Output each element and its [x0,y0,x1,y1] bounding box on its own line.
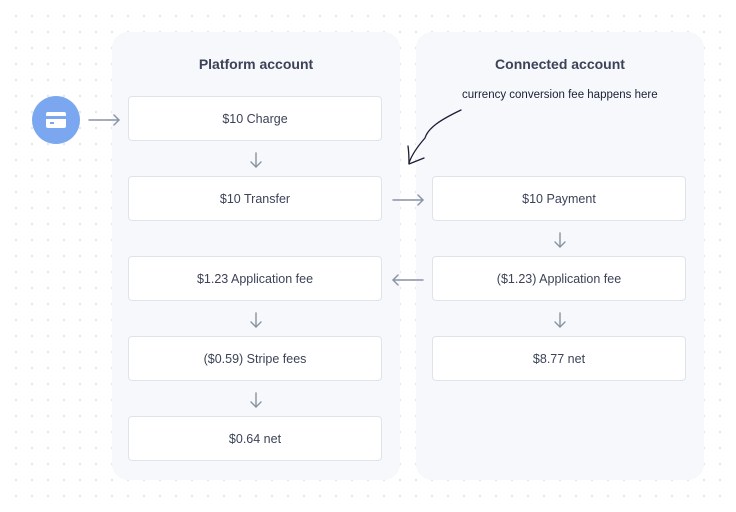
currency-conversion-annotation: currency conversion fee happens here [462,89,658,101]
platform-stripe-fees-box: ($0.59) Stripe fees [128,336,382,381]
platform-net-box: $0.64 net [128,416,382,461]
platform-application-fee-box: $1.23 Application fee [128,256,382,301]
connected-payment-box: $10 Payment [432,176,686,221]
connected-net-box: $8.77 net [432,336,686,381]
credit-card-source [32,96,80,144]
platform-transfer-box: $10 Transfer [128,176,382,221]
connected-application-fee-box: ($1.23) Application fee [432,256,686,301]
platform-charge-box: $10 Charge [128,96,382,141]
connected-account-title: Connected account [495,56,625,72]
platform-account-title: Platform account [198,56,314,72]
credit-card-icon [46,112,66,128]
